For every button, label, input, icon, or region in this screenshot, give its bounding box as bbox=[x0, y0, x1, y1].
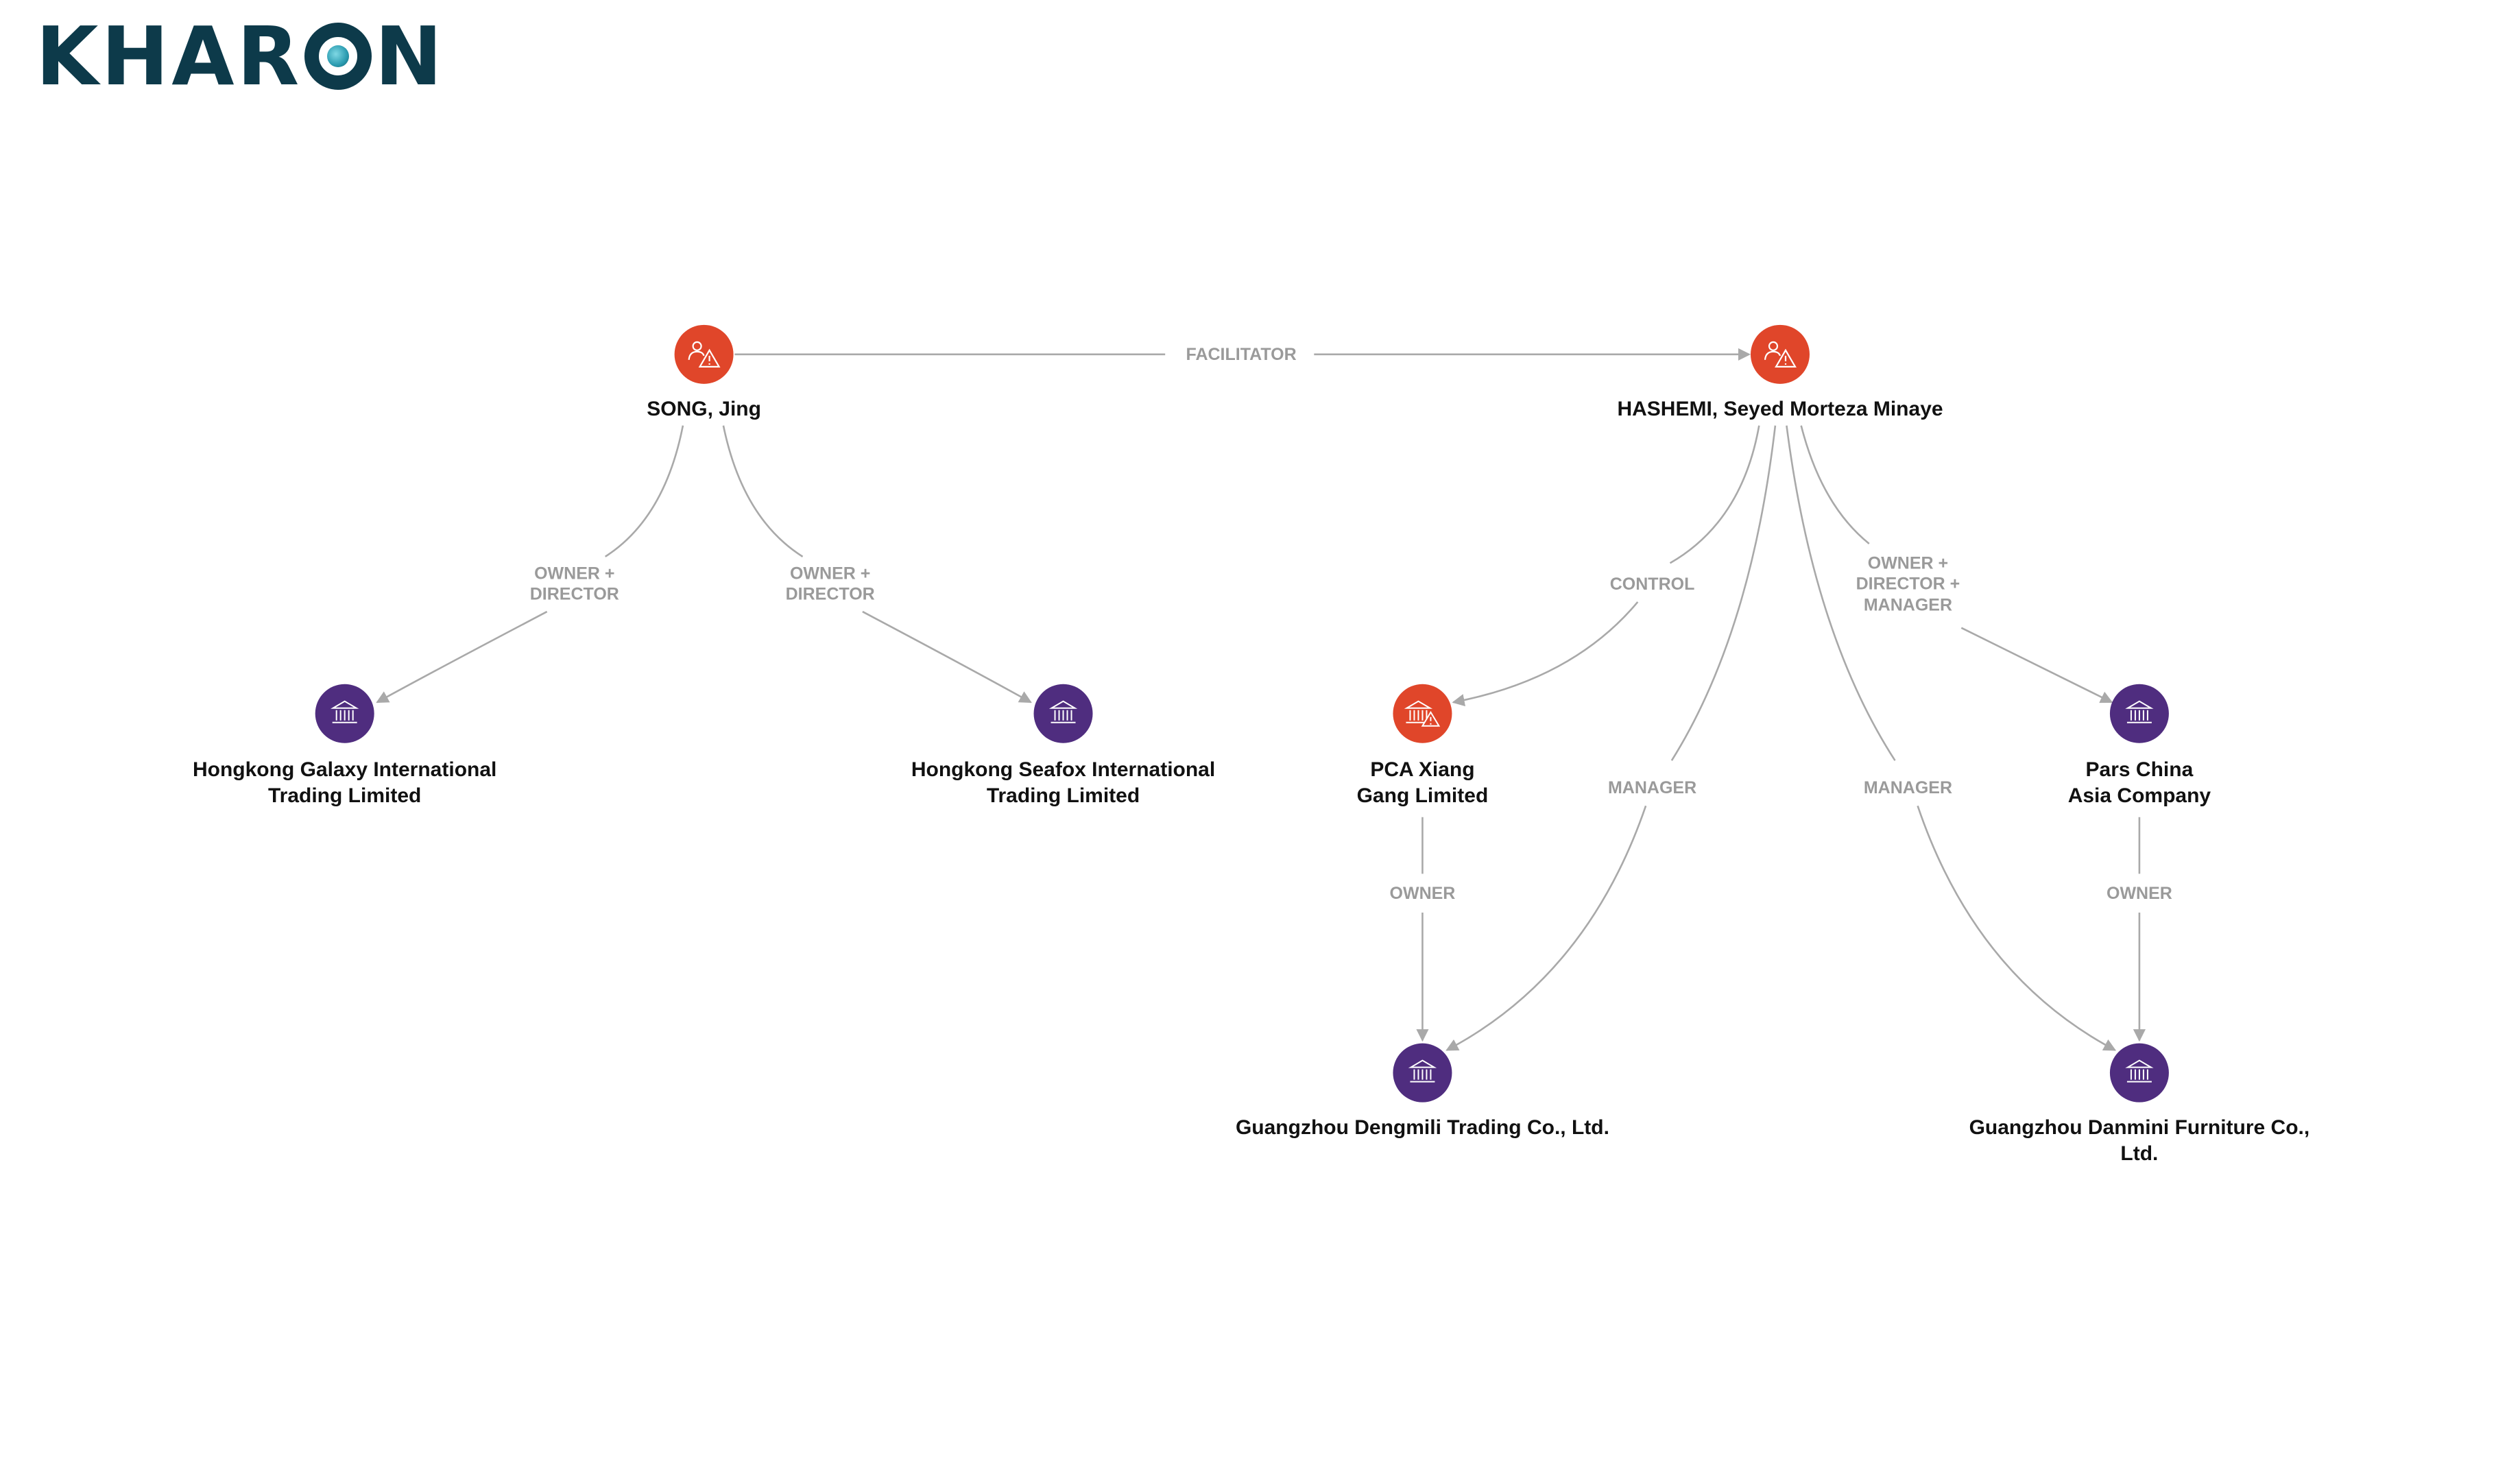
edge-label: MANAGER bbox=[1859, 776, 1957, 800]
node-label-hashemi: HASHEMI, Seyed Morteza Minaye bbox=[1617, 398, 1943, 421]
node-label-dengmili: Guangzhou Dengmili Trading Co., Ltd. bbox=[1235, 1116, 1609, 1140]
bank-glyph bbox=[2125, 700, 2154, 723]
edge-label: MANAGER bbox=[1603, 776, 1701, 800]
bank-glyph bbox=[1408, 1059, 1437, 1083]
node-label-hk_galaxy: Hongkong Galaxy International Trading Li… bbox=[192, 758, 497, 807]
edge-line bbox=[722, 425, 804, 557]
edge-label: OWNER bbox=[1385, 881, 1460, 905]
bank-glyph bbox=[1048, 700, 1078, 723]
edge-line bbox=[1669, 425, 1760, 564]
edge-line-arrow bbox=[1960, 627, 2113, 703]
edge-label: CONTROL bbox=[1605, 572, 1699, 597]
node-hk_seafox[interactable] bbox=[1033, 684, 1093, 743]
edge-hashemi-pca bbox=[1452, 425, 1760, 707]
node-label-pars: Pars China Asia Company bbox=[2067, 758, 2211, 807]
node-label-hk_seafox: Hongkong Seafox International Trading Li… bbox=[911, 758, 1216, 807]
edge-label: OWNER + DIRECTOR bbox=[781, 562, 879, 607]
node-hashemi[interactable] bbox=[1751, 324, 1810, 384]
node-label-pca: PCA Xiang Gang Limited bbox=[1356, 758, 1489, 807]
edge-line bbox=[1800, 425, 1870, 544]
edge-line bbox=[604, 425, 684, 557]
logo-text-suffix: N bbox=[374, 9, 446, 104]
edge-hashemi-dengmili bbox=[1445, 425, 1777, 1051]
person-warning-glyph bbox=[688, 341, 721, 368]
edge-line-arrow bbox=[1917, 805, 2117, 1051]
edge-line-arrow bbox=[1452, 601, 1639, 707]
node-dengmili[interactable] bbox=[1393, 1043, 1452, 1103]
nodes-layer bbox=[315, 324, 2169, 1103]
node-danmini[interactable] bbox=[2109, 1043, 2169, 1103]
edge-line bbox=[1786, 425, 1896, 761]
node-pars[interactable] bbox=[2109, 684, 2169, 743]
edge-line-arrow bbox=[862, 610, 1032, 703]
edge-line-arrow bbox=[376, 610, 548, 703]
edge-label: OWNER + DIRECTOR + MANAGER bbox=[1851, 551, 1965, 617]
edge-label: FACILITATOR bbox=[1181, 342, 1301, 367]
edge-hashemi-pars bbox=[1800, 425, 2113, 703]
node-pca[interactable] bbox=[1393, 684, 1452, 743]
edge-song-hk_seafox bbox=[722, 425, 1032, 703]
edge-line bbox=[1670, 425, 1777, 761]
node-label-song: SONG, Jing bbox=[647, 398, 761, 421]
bank-glyph bbox=[331, 700, 359, 723]
edge-hashemi-danmini bbox=[1786, 425, 2117, 1051]
node-hk_galaxy[interactable] bbox=[315, 684, 374, 743]
node-label-danmini: Guangzhou Danmini Furniture Co., Ltd. bbox=[1969, 1116, 2310, 1165]
edge-line-arrow bbox=[1445, 805, 1647, 1051]
edge-label: OWNER + DIRECTOR bbox=[525, 562, 623, 607]
edges-layer bbox=[376, 348, 2146, 1051]
bank-glyph bbox=[2125, 1059, 2154, 1083]
kharon-logo: KHAR N bbox=[36, 15, 445, 97]
edge-label: OWNER bbox=[2102, 881, 2176, 905]
edge-song-hk_galaxy bbox=[376, 425, 684, 703]
person-warning-glyph bbox=[1764, 341, 1797, 368]
logo-text-prefix: KHAR bbox=[36, 9, 302, 104]
node-song[interactable] bbox=[674, 324, 734, 384]
bank-warning-glyph bbox=[1404, 700, 1441, 727]
